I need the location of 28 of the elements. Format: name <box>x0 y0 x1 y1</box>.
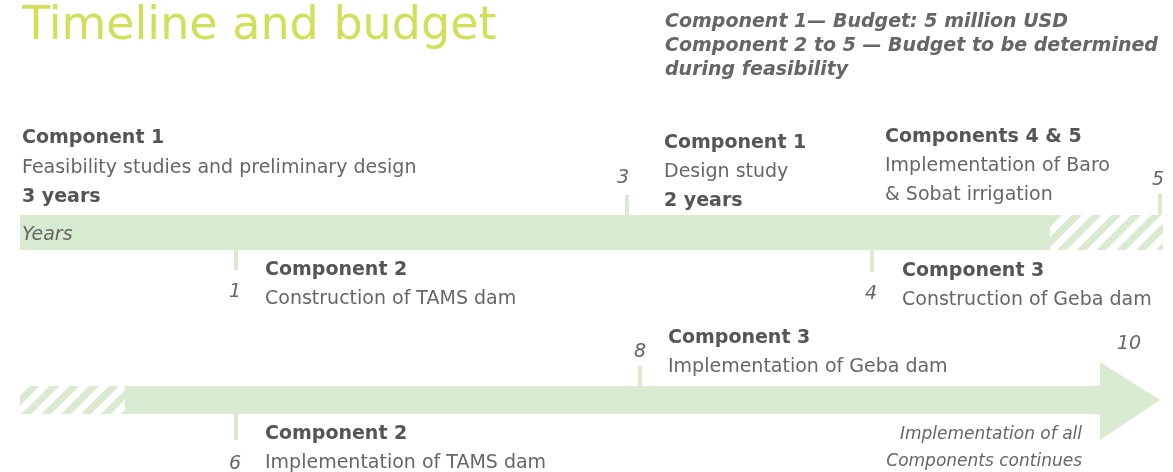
component-heading: Component 3 <box>902 257 1045 282</box>
year-number: 10 <box>1117 330 1142 355</box>
timeline-note: Implementation of all Components continues <box>885 422 1082 472</box>
budget-note: Component 2 to 5 — Budget to be determined during feasibility <box>665 32 1159 80</box>
component-description: Implementation of Baro & Sobat irrigation <box>885 152 1111 206</box>
year-number: 1 <box>229 278 242 303</box>
duration-text: 3 years <box>22 183 101 208</box>
component-heading: Component 2 <box>265 420 408 445</box>
component-description: Implementation of TAMS dam <box>265 449 547 472</box>
component-heading: Components 4 & 5 <box>885 123 1082 148</box>
component-heading: Component 1 <box>22 124 165 149</box>
component-description: Implementation of Geba dam <box>668 353 948 378</box>
year-number: 8 <box>634 338 647 363</box>
budget-note: Component 1— Budget: 5 million USD <box>665 8 1070 32</box>
axis-label: Years <box>22 221 73 246</box>
year-number: 4 <box>865 280 878 305</box>
component-description: Construction of TAMS dam <box>265 285 517 310</box>
year-number: 3 <box>617 164 630 189</box>
component-description: Construction of Geba dam <box>902 286 1152 311</box>
component-description: Design study <box>664 158 789 183</box>
year-number: 5 <box>1152 166 1165 191</box>
component-heading: Component 1 <box>664 129 807 154</box>
component-heading: Component 3 <box>668 324 811 349</box>
page-title: Timeline and budget <box>22 0 497 50</box>
component-heading: Component 2 <box>265 256 408 281</box>
duration-text: 2 years <box>664 187 743 212</box>
component-description: Feasibility studies and preliminary design <box>22 154 417 179</box>
year-number: 6 <box>229 450 242 472</box>
